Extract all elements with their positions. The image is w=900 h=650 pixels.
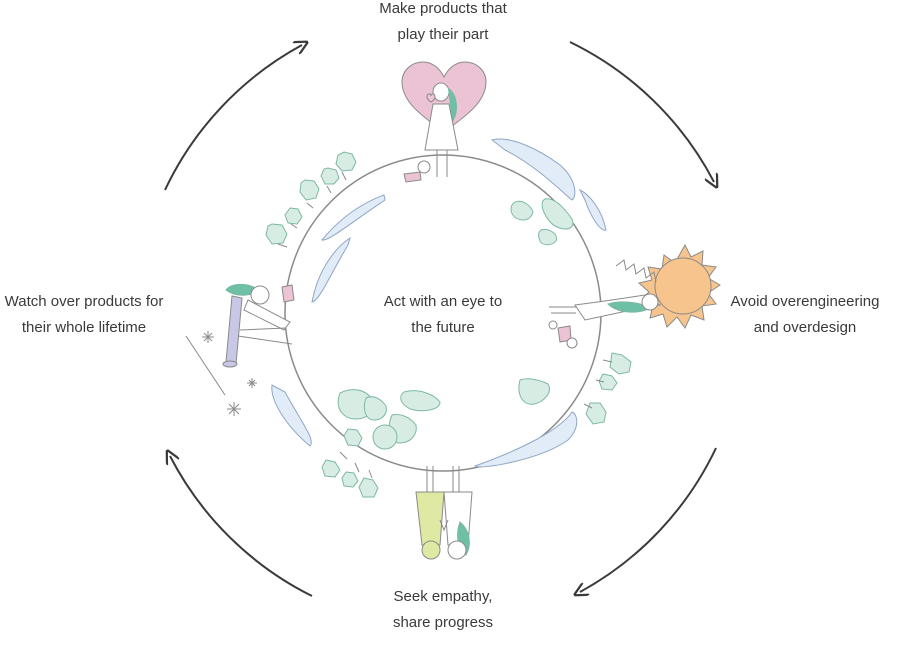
caretaker-person-icon — [222, 283, 295, 368]
step-top-line1: Make products that — [379, 0, 507, 17]
center-line1: Act with an eye to — [383, 293, 503, 310]
arrow-top-left-icon — [164, 45, 302, 191]
reclining-person-icon — [549, 293, 662, 321]
person-holding-heart-icon — [424, 82, 459, 177]
tree-icon — [265, 151, 632, 498]
tree-trunks — [277, 171, 613, 479]
step-left-label: Watch over products for their whole life… — [0, 289, 168, 341]
step-right-line2: and overdesign — [753, 319, 857, 336]
arrow-bottom-right-icon — [580, 447, 717, 592]
arrow-top-right-icon — [569, 41, 714, 182]
sparkle-icon — [185, 331, 257, 416]
step-left-line2: their whole lifetime — [21, 319, 147, 336]
step-right-line1: Avoid overengineering — [730, 293, 880, 310]
sun-icon — [615, 243, 721, 329]
arrow-bottom-left-icon — [170, 456, 313, 597]
step-bottom-label: Seek empathy, share progress — [340, 584, 546, 636]
step-left-line1: Watch over products for — [4, 293, 164, 310]
step-bottom-line2: share progress — [392, 614, 494, 631]
step-top-label: Make products that play their part — [340, 0, 546, 48]
center-line2: the future — [411, 319, 475, 336]
center-label: Act with an eye to the future — [340, 289, 546, 341]
step-bottom-line1: Seek empathy, — [393, 588, 493, 605]
two-people-icon — [415, 466, 473, 560]
crawling-baby-icon — [403, 160, 431, 183]
pond-icon — [271, 138, 607, 468]
small-child-icon — [548, 320, 578, 349]
step-top-line2: play their part — [397, 26, 489, 43]
step-right-label: Avoid overengineering and overdesign — [712, 289, 898, 341]
